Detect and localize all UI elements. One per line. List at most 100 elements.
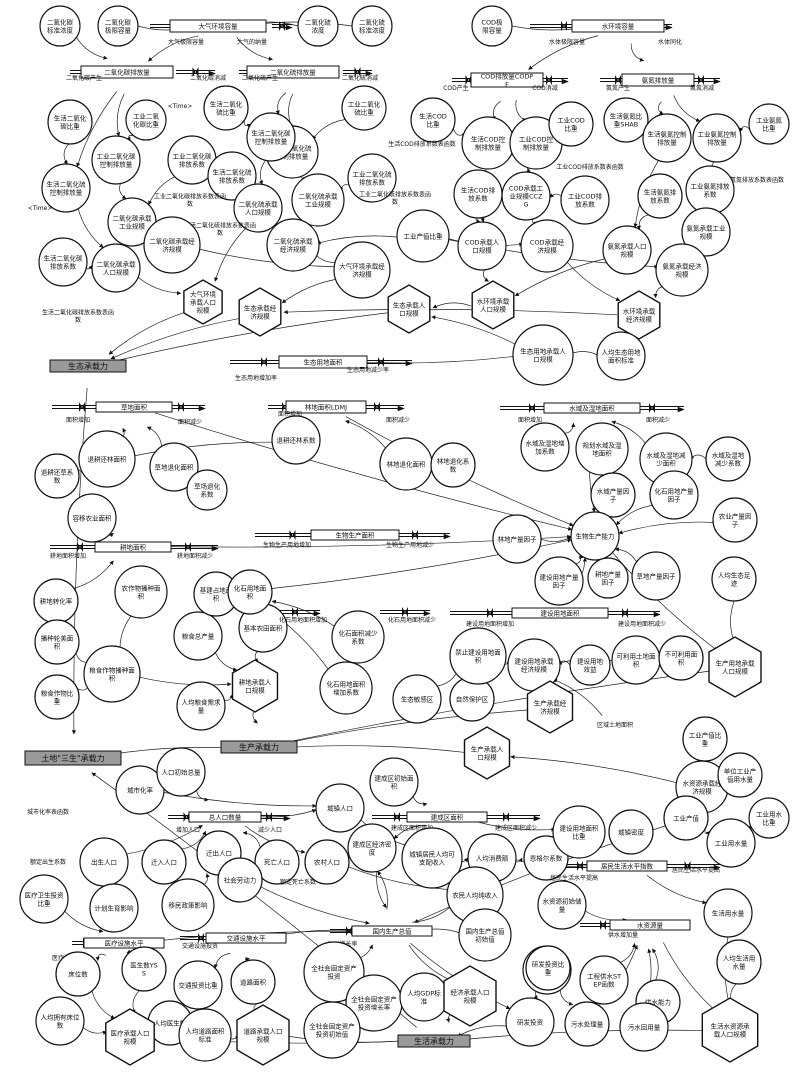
lifecodfn-node: 生活COD排放系数表函数 xyxy=(388,140,456,148)
lifeco2fn2-node: 生活二氧化硫排放系数表函数 xyxy=(184,221,256,237)
flow-valve xyxy=(183,812,190,822)
n-indcodctrl-label: 工业COD控制排放量 xyxy=(519,134,554,151)
n-atmcap-label: 大气极限容量 xyxy=(168,38,204,46)
cropdec-node: 耕地面积减少 xyxy=(177,552,213,560)
n-percapbio-label: 人均生态足迹 xyxy=(718,570,751,587)
water-node: 水环境容量 xyxy=(571,19,665,33)
n-percapgdp-label: 人均GDP标准 xyxy=(407,988,441,1005)
n-codpop-label: COD承载人口规模 xyxy=(465,237,500,254)
n-indval-label: 工业产值比重 xyxy=(404,231,444,240)
n-lifeso2pop-label: 二氧化硫承载人口规模 xyxy=(239,199,279,216)
n-cropdec-label: 耕地面积减少 xyxy=(177,552,213,560)
bio-node: 生物生产能力 xyxy=(570,511,620,561)
causal-link xyxy=(618,521,714,535)
n-percaproad-label: 人均道路面积标准 xyxy=(186,1026,226,1043)
n-ruralpop-label: 农村人口 xyxy=(314,857,340,866)
n-so2econ-label: 二氧化硫承载经济规模 xyxy=(274,236,314,253)
causal-link xyxy=(431,315,523,349)
waterplan-node: 规划水域及湿地面积 xyxy=(575,422,629,476)
n-percapeco-label: 人均生态用地面积标准 xyxy=(602,347,642,364)
atmpop-node: 大气环境承载人口规模 xyxy=(183,279,223,325)
n-constdens-label: 建成区经济密度 xyxy=(353,839,393,856)
n-forestadd-label: 面积增加 xyxy=(278,410,302,418)
n-lifeuse-label: 生活用水量 xyxy=(712,908,745,917)
n-constadd-label: 建设用地面积增加 xyxy=(466,620,514,628)
urbfn-node: 城市化率表函数 xyxy=(27,808,69,816)
n-forestdegc-label: 林地退化系数 xyxy=(437,456,470,473)
n-indcodcoef-label: 工业COD排放系数 xyxy=(568,191,603,208)
n-grassdeg-label: 草地退化面积 xyxy=(155,462,195,471)
n-landdens-label: 建设用地面积比重 xyxy=(560,823,600,840)
indnh3ctrl-node: 工业氨氮控制排放量 xyxy=(692,113,742,163)
causal-link xyxy=(116,93,125,137)
n-so2std-label: 二氧化硫标准浓度 xyxy=(359,17,386,34)
causal-link xyxy=(155,412,573,531)
indwateruse-node: 工业用水量 xyxy=(706,818,756,868)
n-constefc-label: 建设用地效益 xyxy=(577,656,604,673)
flow-valve xyxy=(374,402,380,412)
lifeco2ctrl-node: 生活二氧化碳控制排放量 xyxy=(246,112,296,162)
forestadd-node: 面积增加 xyxy=(278,410,302,418)
codgen-node: COD产生 xyxy=(443,84,469,92)
lifeco2c-node: 生活二氧化碳比重 xyxy=(47,99,93,145)
n-waterplan-label: 规划水域及湿地面积 xyxy=(583,440,623,457)
indco2fn-node: 工业二氧化碳排放系数表函数 xyxy=(154,192,226,208)
flow-valve xyxy=(615,75,621,85)
ecolandinc-node: 生态用地增加率 xyxy=(235,374,277,382)
n-constfac-label: 建设用地产量因子 xyxy=(540,572,580,589)
landdens-node: 建设用地面积比重 xyxy=(552,805,606,859)
lifecodctrl-node: 生活COD控制排放量 xyxy=(461,116,515,170)
n-atmecon-label: 大气环境承载经济规模 xyxy=(339,261,385,278)
causal-link xyxy=(193,247,339,269)
indso2coef-node: 工业二氧化硫排放系数 xyxy=(347,153,397,203)
indso2c-node: 工业二氧化硫比重 xyxy=(341,85,387,131)
causal-link xyxy=(181,830,207,850)
co2red-node: 二氧化碳消减 xyxy=(190,74,226,82)
grassrec-node: 草场退化系数 xyxy=(186,469,228,511)
n-so2red-label: 二氧化硫消减 xyxy=(342,74,378,82)
indco2scale-node: 二氧化碳承载工业规模 xyxy=(107,197,157,247)
flow-valve xyxy=(261,357,267,367)
causal-link xyxy=(130,441,275,458)
waterland-node: 水域及湿地面积 xyxy=(543,402,641,414)
n-citypop-label: 城镇人口 xyxy=(327,803,353,812)
causal-link xyxy=(344,354,520,364)
ecoecon-node: 生态承载经济规模 xyxy=(238,287,282,337)
causal-link xyxy=(412,794,428,807)
n-cropyield-label: 农作物播种面积 xyxy=(122,583,162,600)
n-wateradd-label: 面积增加 xyxy=(518,416,542,424)
flow-valve xyxy=(354,67,361,77)
prodland-node: 生产用地承载人口规模 xyxy=(708,636,762,698)
n-wateraddc-label: 水域及湿地增加系数 xyxy=(526,438,565,455)
causal-link xyxy=(76,91,118,168)
causal-link xyxy=(73,560,114,589)
n-unusable-label: 不可利用面积 xyxy=(665,649,698,666)
lifenh3coef-node: 生活氨氮排放系数 xyxy=(637,173,683,219)
n-fback-label: 退耕还林面积 xyxy=(88,454,128,463)
n-constecon-label: 建设用地承载经济规模 xyxy=(515,656,555,673)
lifecap-node: 生活承载力 xyxy=(397,1034,471,1048)
causal-link xyxy=(111,312,388,363)
n-econpop-label: 经济承载人口规模 xyxy=(451,987,490,1004)
n-ecoarea-label: 生态敏感区 xyxy=(401,694,434,703)
n-fixinvc-label: 全社会固定资产投资初始值 xyxy=(309,1021,355,1038)
flow-valve xyxy=(402,607,408,617)
indnh3c-node: 工业氨氮比重 xyxy=(748,103,790,145)
n-indnh3scale-label: 氨氮承载工业规模 xyxy=(687,223,727,240)
causal-link xyxy=(133,675,232,687)
n-nh3econ-label: 氨氮承载经济规模 xyxy=(663,261,703,278)
n-croppop-label: 耕地承载人口规模 xyxy=(239,677,272,694)
forest-node: 林地面积LDMJ xyxy=(285,400,367,414)
n-banconst-label: 禁止建设用地面积 xyxy=(455,647,501,664)
causal-link xyxy=(630,43,645,62)
n-landuse-label: 基建占地面积 xyxy=(200,585,233,602)
n-indso2scale-label: 二氧化硫承载工业规模 xyxy=(299,191,339,208)
roadpop-node: 道路承载人口规模 xyxy=(236,1004,290,1066)
n-indnh3ctrl-label: 工业氨氮控制排放量 xyxy=(698,129,738,146)
causal-link xyxy=(515,99,527,122)
forestfac-node: 耕地产量因子 xyxy=(587,557,629,599)
